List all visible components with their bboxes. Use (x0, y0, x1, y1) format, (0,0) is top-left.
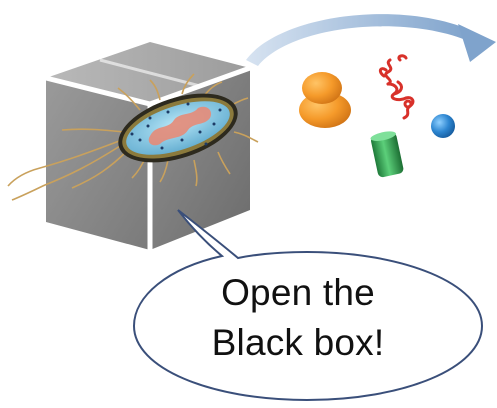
bubble-line-2: Black box! (211, 322, 385, 363)
bubble-line-1: Open the (221, 272, 375, 313)
arrow-shaft (246, 14, 470, 66)
cube-edge-back (99, 58, 201, 88)
arrow-head (458, 24, 496, 62)
speech-bubble-text: Open the Black box! (168, 268, 428, 368)
nucleoid (148, 106, 212, 146)
globular-protein-icon (299, 72, 351, 128)
flagella (7, 73, 259, 201)
curved-arrow-icon (246, 14, 496, 66)
cube-left-face (46, 78, 150, 250)
bacterium-icon (7, 73, 259, 201)
cylinder-molecule-icon (370, 131, 404, 178)
ribosomes (130, 102, 222, 150)
sphere-molecule-icon (431, 114, 455, 138)
coiled-protein-icon (378, 54, 415, 120)
speech-bubble-icon (132, 209, 484, 402)
